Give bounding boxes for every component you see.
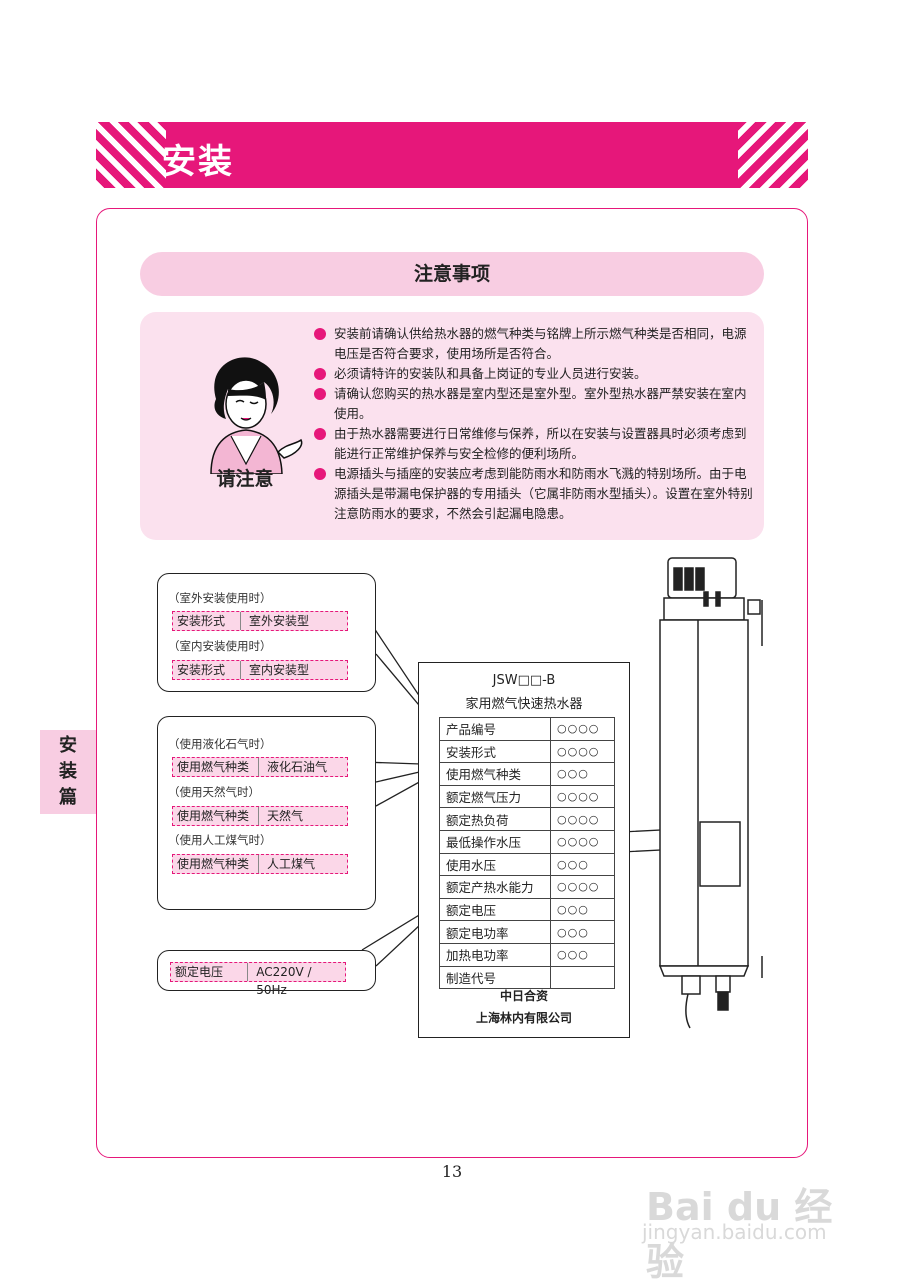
section-title: 注意事项 [140,252,764,296]
nameplate-row: 使用燃气种类○○○ [439,762,615,786]
caption-ng: （使用天然气时） [168,785,260,799]
nameplate-row-label: 制造代号 [439,965,551,990]
nameplate-row-value: ○○○○ [550,739,615,764]
nameplate-model: JSW□□-B [492,673,556,688]
nameplate-row-value: ○○○○ [550,875,615,899]
nameplate-row: 额定电压○○○ [439,897,615,922]
banner-stripes-right [738,122,808,188]
field-outdoor-install: 安装形式 室外安装型 [172,611,348,631]
nameplate-row-value: ○○○○ [550,784,615,809]
nameplate-row: 额定产热水能力○○○○ [439,875,615,899]
nameplate-row-label: 产品编号 [439,717,551,741]
notice-item: 安装前请确认供给热水器的燃气种类与铭牌上所示燃气种类是否相同，电源电压是否符合要… [312,324,756,364]
page-number: 13 [441,1162,463,1181]
woman-illustration-icon [210,357,303,474]
nameplate-row-value: ○○○○ [550,829,615,854]
bullet-icon [314,388,326,400]
nameplate-row: 额定热负荷○○○○ [439,807,615,831]
nameplate-row: 产品编号○○○○ [439,717,615,741]
bullet-icon [314,328,326,340]
nameplate: JSW□□-B 家用燃气快速热水器 产品编号○○○○安装形式○○○○使用燃气种类… [418,662,630,1038]
bullet-icon [314,428,326,440]
notice-item: 必须请特许的安装队和具备上岗证的专业人员进行安装。 [312,364,756,384]
content-frame [96,208,808,1158]
nameplate-row-label: 最低操作水压 [439,829,551,854]
nameplate-row: 最低操作水压○○○○ [439,829,615,854]
caption-tg: （使用人工煤气时） [168,833,272,847]
nameplate-row-label: 额定电压 [439,897,551,922]
nameplate-row-label: 使用燃气种类 [439,762,551,786]
watermark: Bai du 经验 jingyan.baidu.com [642,1168,862,1280]
watermark-brand: Bai du 经验 [646,1185,833,1280]
caption-indoor: （室内安装使用时） [168,639,272,653]
nameplate-row: 额定电功率○○○ [439,920,615,944]
nameplate-subtitle: 家用燃气快速热水器 [465,697,583,712]
nameplate-row: 额定燃气压力○○○○ [439,784,615,809]
nameplate-table: 产品编号○○○○安装形式○○○○使用燃气种类○○○额定燃气压力○○○○额定热负荷… [439,717,615,990]
nameplate-row-value: ○○○ [550,852,615,877]
nameplate-row-value [550,965,615,990]
field-gas-tg: 使用燃气种类 人工煤气 [172,854,348,874]
nameplate-row-value: ○○○○ [550,717,615,741]
caption-lpg: （使用液化石气时） [168,737,272,751]
bullet-icon [314,468,326,480]
nameplate-row-label: 使用水压 [439,852,551,877]
banner-stripes-left [96,122,166,188]
nameplate-row-label: 额定产热水能力 [439,875,551,899]
field-gas-lpg: 使用燃气种类 液化石油气 [172,757,348,777]
bullet-icon [314,368,326,380]
notice-list: 安装前请确认供给热水器的燃气种类与铭牌上所示燃气种类是否相同，电源电压是否符合要… [312,324,756,524]
nameplate-row-label: 加热电功率 [439,942,551,967]
banner-title: 安装 [162,142,234,182]
nameplate-row-value: ○○○ [550,762,615,786]
watermark-url: jingyan.baidu.com [642,1220,827,1244]
nameplate-row: 加热电功率○○○ [439,942,615,967]
nameplate-row-value: ○○○ [550,897,615,922]
notice-label: 请注意 [216,468,274,490]
field-gas-ng: 使用燃气种类 天然气 [172,806,348,826]
water-heater-illustration-icon [658,557,763,1029]
notice-box: 请注意 安装前请确认供给热水器的燃气种类与铭牌上所示燃气种类是否相同，电源电压是… [140,312,764,540]
notice-item: 电源插头与插座的安装应考虑到能防雨水和防雨水飞溅的特别场所。由于电源插头是带漏电… [312,464,756,524]
nameplate-row-label: 额定热负荷 [439,807,551,831]
field-voltage: 额定电压 AC220V / 50Hz [170,962,346,997]
nameplate-row: 安装形式○○○○ [439,739,615,764]
field-indoor-install: 安装形式 室内安装型 [172,660,348,680]
notice-item: 请确认您购买的热水器是室内型还是室外型。室外型热水器严禁安装在室内使用。 [312,384,756,424]
nameplate-row: 制造代号 [439,965,615,990]
nameplate-row-value: ○○○ [550,942,615,967]
nameplate-row-label: 安装形式 [439,739,551,764]
nameplate-company-line2: 上海林内有限公司 [475,1011,572,1025]
nameplate-company-line1: 中日合资 [499,989,548,1003]
notice-item: 由于热水器需要进行日常维修与保养，所以在安装与设置器具时必须考虑到能进行正常维护… [312,424,756,464]
nameplate-row-value: ○○○ [550,920,615,944]
nameplate-row-value: ○○○○ [550,807,615,831]
nameplate-row-label: 额定电功率 [439,920,551,944]
nameplate-row: 使用水压○○○ [439,852,615,877]
caption-outdoor: （室外安装使用时） [168,591,272,605]
nameplate-row-label: 额定燃气压力 [439,784,551,809]
section-banner: 安装 [96,122,808,188]
side-tab: 安 装 篇 [40,730,96,814]
